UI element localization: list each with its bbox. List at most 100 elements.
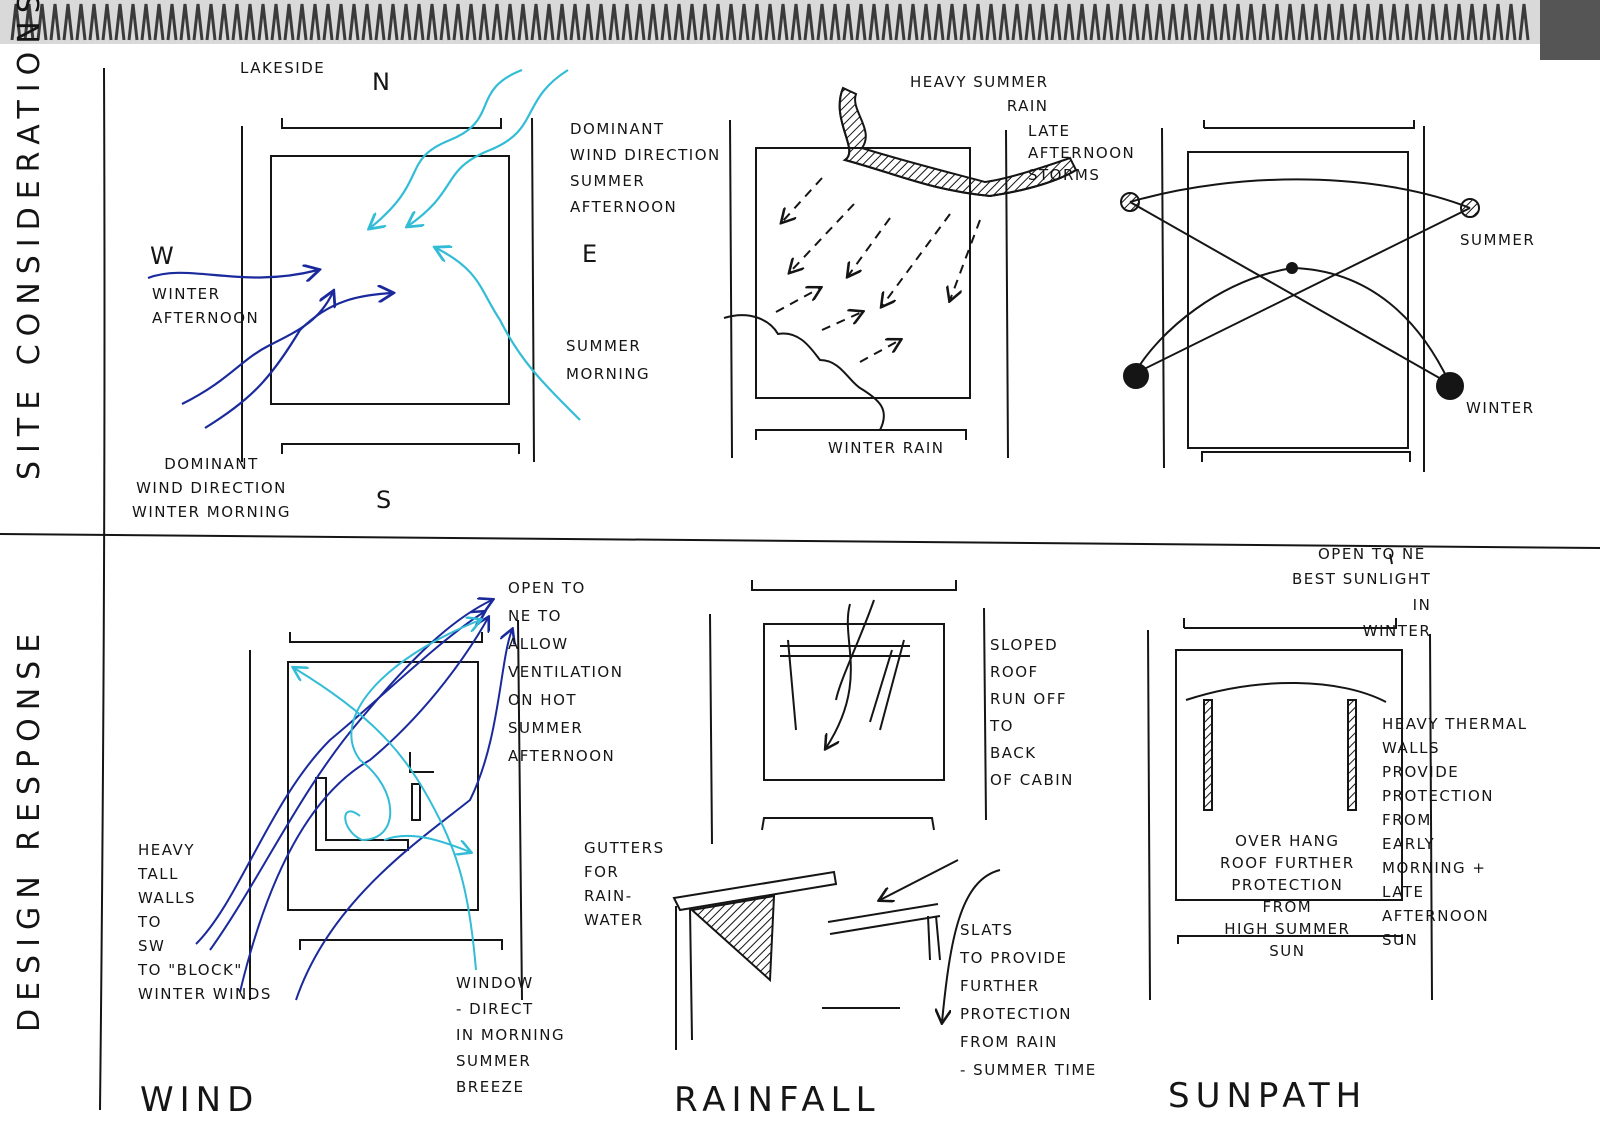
binding-coil — [1037, 3, 1049, 41]
winter-rain-label: WINTER RAIN — [828, 439, 945, 457]
dominant-summer-label: DOMINANT WIND DIRECTION SUMMER AFTERNOON — [570, 120, 721, 216]
binding-coil — [712, 3, 724, 41]
binding-coil — [1271, 3, 1283, 41]
binding-coil — [608, 3, 620, 41]
open-ne-ventilation-label: OPEN TO NE TO ALLOW VENTILATION ON HOT S… — [508, 579, 624, 765]
binding-coil — [335, 3, 347, 41]
binding-coil — [348, 3, 360, 41]
binding-coil — [205, 3, 217, 41]
design-summer-arrows — [294, 620, 480, 971]
spiral-binding — [0, 0, 1600, 60]
slats-label: SLATS TO PROVIDE FURTHER PROTECTION FROM… — [960, 921, 1097, 1079]
binding-coil — [322, 3, 334, 41]
binding-coil — [1115, 3, 1127, 41]
winter-sun-label: WINTER — [1466, 399, 1535, 417]
binding-coil — [244, 3, 256, 41]
binding-coil — [1505, 3, 1517, 41]
binding-coil — [179, 3, 191, 41]
binding-coil — [582, 3, 594, 41]
site-considerations-heading: SITE CONSIDERATIONS — [12, 0, 47, 480]
binding-coil — [1180, 3, 1192, 41]
binding-coil — [88, 3, 100, 41]
binding-coil — [829, 3, 841, 41]
compass-east: E — [582, 240, 598, 268]
binding-coil — [1414, 3, 1426, 41]
binding-coil — [764, 3, 776, 41]
binding-coil — [1492, 3, 1504, 41]
binding-coil — [881, 3, 893, 41]
binding-coil — [452, 3, 464, 41]
design-rain-diagram — [672, 580, 1001, 1050]
binding-coil — [218, 3, 230, 41]
binding-coil — [673, 3, 685, 41]
binding-coil — [465, 3, 477, 41]
binding-coil — [1232, 3, 1244, 41]
binding-coil — [387, 3, 399, 41]
binding-coil — [1024, 3, 1036, 41]
late-afternoon-storms-label: LATE AFTERNOON STORMS — [1028, 122, 1136, 184]
binding-coil — [296, 3, 308, 41]
binding-coil — [478, 3, 490, 41]
wind-title: WIND — [140, 1080, 260, 1120]
binding-coil — [985, 3, 997, 41]
binding-coil — [1375, 3, 1387, 41]
binding-coil — [140, 3, 152, 41]
binding-coil — [166, 3, 178, 41]
winter-wind-arrows — [147, 270, 392, 429]
binding-coil — [1388, 3, 1400, 41]
binding-coil — [426, 3, 438, 41]
site-wind-diagram — [241, 117, 535, 463]
binding-coil — [62, 3, 74, 41]
binding-coil — [374, 3, 386, 41]
binding-coil — [972, 3, 984, 41]
overhang-label: OVER HANG ROOF FURTHER PROTECTION FROM H… — [1220, 832, 1355, 960]
binding-coil — [504, 3, 516, 41]
binding-coil — [556, 3, 568, 41]
binding-coil — [1167, 3, 1179, 41]
binding-coil — [1349, 3, 1361, 41]
binding-coil — [777, 3, 789, 41]
heavy-summer-rain-label: HEAVY SUMMER RAIN — [910, 73, 1049, 115]
binding-coil — [1063, 3, 1075, 41]
summer-sun-label: SUMMER — [1460, 231, 1536, 249]
binding-coil — [361, 3, 373, 41]
heavy-walls-label: HEAVY TALL WALLS TO SW TO "BLOCK" WINTER… — [138, 841, 272, 1003]
binding-coil — [439, 3, 451, 41]
thermal-walls-label: HEAVY THERMAL WALLS PROVIDE PROTECTION F… — [1382, 715, 1528, 949]
site-sunpath-diagram — [1120, 120, 1480, 472]
binding-coil — [543, 3, 555, 41]
summer-wind-arrows — [370, 68, 581, 421]
binding-coil — [23, 3, 35, 41]
binding-coil — [1440, 3, 1452, 41]
binding-coil — [75, 3, 87, 41]
binding-coil — [1076, 3, 1088, 41]
rainfall-title: RAINFALL — [674, 1080, 881, 1120]
open-ne-sun-label: OPEN TO NE — [1318, 545, 1426, 563]
binding-coil — [1362, 3, 1374, 41]
binding-coil — [907, 3, 919, 41]
binding-coil — [309, 3, 321, 41]
binding-coil — [1219, 3, 1231, 41]
binding-coil — [192, 3, 204, 41]
binding-coil — [400, 3, 412, 41]
binding-coil — [1401, 3, 1413, 41]
binding-coil — [530, 3, 542, 41]
binding-coil — [1466, 3, 1478, 41]
binding-coil — [959, 3, 971, 41]
summer-morning-label: SUMMER MORNING — [566, 337, 651, 383]
binding-coil — [231, 3, 243, 41]
binding-coil — [1336, 3, 1348, 41]
binding-coil — [1245, 3, 1257, 41]
best-sunlight-label: BEST SUNLIGHT IN WINTER — [1292, 570, 1432, 640]
binding-coil — [270, 3, 282, 41]
window-direct-label: WINDOW - DIRECT IN MORNING SUMMER BREEZE — [456, 974, 566, 1096]
binding-coil — [1154, 3, 1166, 41]
binding-coil — [803, 3, 815, 41]
binding-coil — [699, 3, 711, 41]
binding-coil — [1479, 3, 1491, 41]
binding-coil — [114, 3, 126, 41]
binding-coil — [1258, 3, 1270, 41]
lakeside-label: LAKESIDE — [240, 59, 326, 77]
binding-coil — [634, 3, 646, 41]
